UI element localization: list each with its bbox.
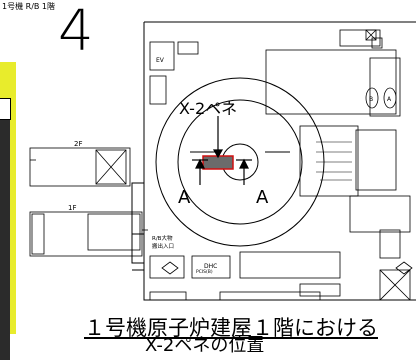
valve-a-label: A	[387, 96, 392, 103]
floor-1f-label: 1F	[68, 204, 76, 212]
left-dark-photo-edge	[0, 120, 10, 360]
main-plan-outline	[131, 21, 416, 301]
dhc-label: DHC	[204, 263, 217, 270]
valve-b-label: B	[369, 96, 373, 103]
floor-2f-label: 2F	[74, 140, 82, 148]
rooms	[149, 29, 413, 301]
caption-line-1: １号機原子炉建屋１階における	[84, 316, 378, 340]
building-floor-label: 1号機 R/B 1階	[2, 2, 56, 11]
mini-plan-2f	[29, 147, 131, 187]
caption-line-2: X-2ペネの位置	[145, 335, 265, 356]
x2-pene-label: X-2ペネ	[179, 99, 237, 118]
section-markers	[192, 158, 252, 185]
section-a-right: A	[256, 187, 269, 208]
section-a-left: A	[178, 187, 191, 208]
pcs-label: PCIS(B)	[196, 269, 213, 275]
carry-in-label: R/B大物	[152, 234, 173, 242]
ev-label: EV	[156, 57, 165, 64]
piping	[316, 141, 352, 181]
left-small-box	[0, 98, 11, 120]
callout	[212, 116, 224, 159]
mini-plan-1f	[29, 211, 148, 257]
carry-in-label-2: 搬出入口	[152, 242, 174, 250]
figure-number: 4	[58, 0, 94, 64]
